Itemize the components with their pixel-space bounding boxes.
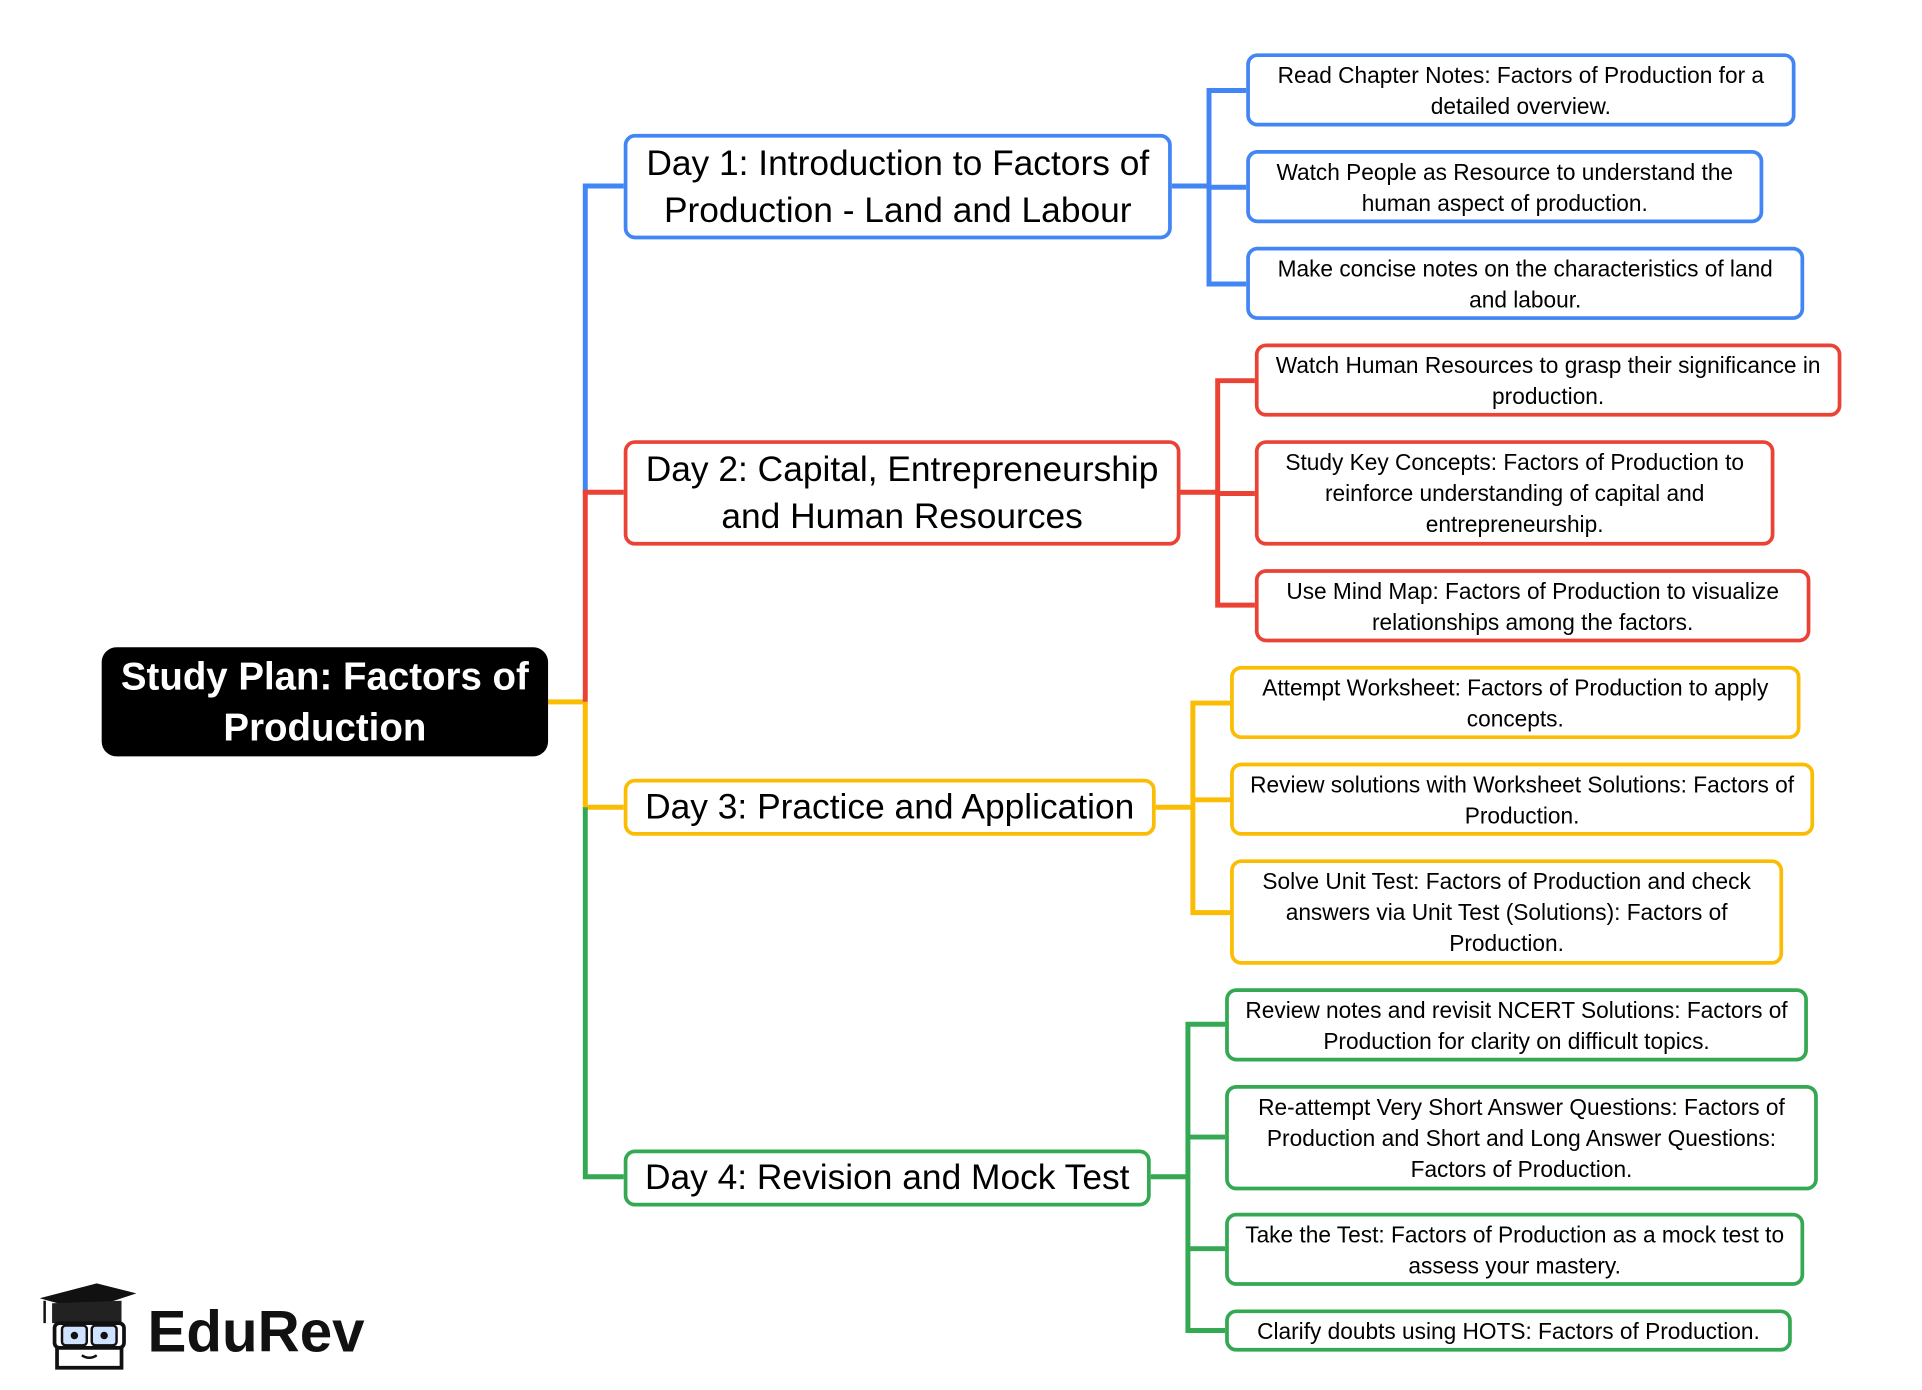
day4-node: Day 4: Revision and Mock Test bbox=[623, 1149, 1151, 1207]
task-node: Make concise notes on the characteristic… bbox=[1246, 246, 1805, 320]
task-text: Review solutions with Worksheet Solution… bbox=[1250, 770, 1795, 828]
task-node: Clarify doubts using HOTS: Factors of Pr… bbox=[1225, 1309, 1792, 1352]
task-node: Use Mind Map: Factors of Production to v… bbox=[1254, 569, 1811, 643]
day3-title: Day 3: Practice and Application bbox=[645, 787, 1135, 828]
task-text: Attempt Worksheet: Factors of Production… bbox=[1262, 673, 1769, 731]
task-node: Review notes and revisit NCERT Solutions… bbox=[1225, 988, 1808, 1062]
task-text: Re-attempt Very Short Answer Questions: … bbox=[1258, 1093, 1785, 1182]
task-node: Attempt Worksheet: Factors of Production… bbox=[1230, 665, 1801, 740]
task-text: Watch Human Resources to grasp their sig… bbox=[1275, 351, 1821, 409]
root-node: Study Plan: Factors of Production bbox=[101, 647, 549, 757]
day1-title: Day 1: Introduction to Factors of Produc… bbox=[646, 143, 1150, 231]
root-title: Study Plan: Factors of Production bbox=[120, 654, 529, 749]
task-node: Review solutions with Worksheet Solution… bbox=[1230, 762, 1815, 836]
task-node: Watch Human Resources to grasp their sig… bbox=[1254, 343, 1842, 417]
connector-day3 bbox=[582, 701, 624, 810]
connector-day1 bbox=[582, 183, 624, 495]
task-node: Study Key Concepts: Factors of Productio… bbox=[1254, 440, 1775, 546]
task-text: Solve Unit Test: Factors of Production a… bbox=[1262, 868, 1751, 957]
task-text: Take the Test: Factors of Production as … bbox=[1245, 1220, 1785, 1278]
task-node: Re-attempt Very Short Answer Questions: … bbox=[1225, 1085, 1818, 1191]
task-node: Read Chapter Notes: Factors of Productio… bbox=[1246, 53, 1796, 127]
task-text: Review notes and revisit NCERT Solutions… bbox=[1245, 996, 1788, 1054]
task-text: Watch People as Resource to understand t… bbox=[1276, 158, 1734, 216]
connector-day2 bbox=[582, 489, 624, 702]
task-text: Use Mind Map: Factors of Production to v… bbox=[1286, 577, 1779, 635]
task-node: Take the Test: Factors of Production as … bbox=[1225, 1212, 1805, 1286]
task-node: Watch People as Resource to understand t… bbox=[1246, 150, 1764, 224]
task-text: Study Key Concepts: Factors of Productio… bbox=[1285, 448, 1744, 537]
connector-day3-tasks bbox=[1155, 700, 1231, 916]
task-node: Solve Unit Test: Factors of Production a… bbox=[1230, 859, 1784, 965]
graduation-cap-mascot-icon bbox=[39, 1283, 137, 1370]
task-text: Read Chapter Notes: Factors of Productio… bbox=[1277, 61, 1765, 119]
day2-title: Day 2: Capital, Entrepreneurship and Hum… bbox=[645, 449, 1159, 537]
task-text: Clarify doubts using HOTS: Factors of Pr… bbox=[1257, 1317, 1760, 1344]
task-text: Make concise notes on the characteristic… bbox=[1277, 254, 1773, 312]
connector-day2-tasks bbox=[1180, 378, 1255, 608]
day4-title: Day 4: Revision and Mock Test bbox=[644, 1158, 1130, 1198]
connector-day1-tasks bbox=[1171, 88, 1247, 287]
day3-node: Day 3: Practice and Application bbox=[623, 778, 1156, 836]
edurev-logo: EduRev bbox=[147, 1298, 365, 1364]
connector-day4 bbox=[582, 807, 624, 1180]
day1-node: Day 1: Introduction to Factors of Produc… bbox=[623, 133, 1172, 240]
connector-day4-tasks bbox=[1150, 1021, 1226, 1334]
day2-node: Day 2: Capital, Entrepreneurship and Hum… bbox=[623, 440, 1181, 546]
